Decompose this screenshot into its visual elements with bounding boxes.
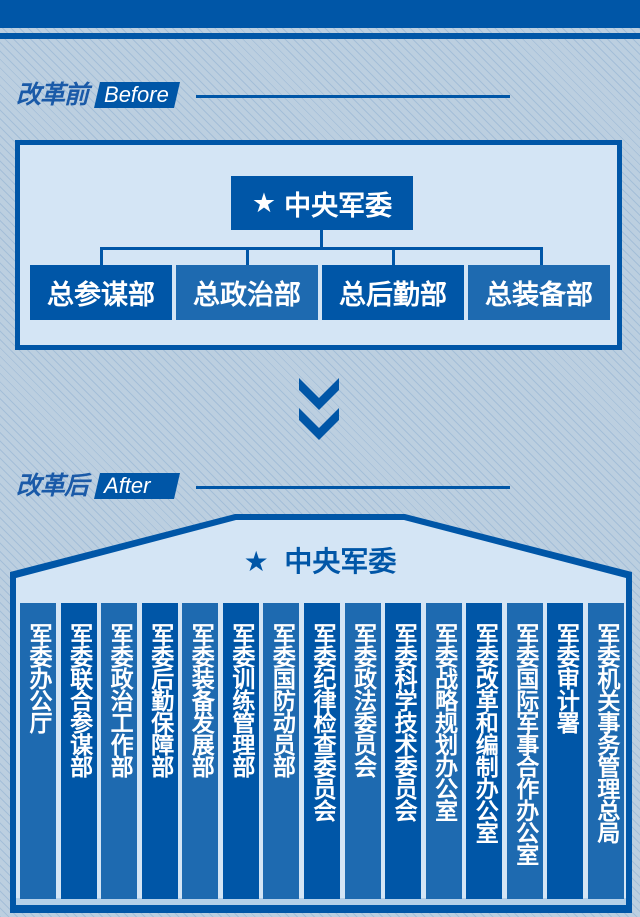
after-dept-label: 军委审计署 [552,623,579,733]
after-dept-label: 军委政法委员会 [349,623,376,777]
after-heading: 改革后 After [16,471,180,501]
after-top-node: ★ 中央军委 [0,540,640,580]
after-departments: 军委办公厅 军委联合参谋部 军委政治工作部 军委后勤保障部 军委装备发展部 军委… [20,603,624,899]
before-dept-general-political: 总政治部 [176,265,318,320]
after-dept-column: 军委后勤保障部 [141,603,178,899]
connector-drop-1 [100,247,103,265]
connector-drop-4 [540,247,543,265]
after-dept-label: 军委训练管理部 [227,623,254,777]
connector-drop-2 [246,247,249,265]
after-title-cn: 改革后 [16,471,89,500]
before-dept-general-logistics: 总后勤部 [322,265,464,320]
after-dept-label: 军委装备发展部 [187,623,214,777]
after-dept-column: 军委联合参谋部 [60,603,97,899]
star-icon: ★ [251,187,277,219]
after-dept-column: 军委国防动员部 [263,603,300,899]
after-dept-label: 军委改革和编制办公室 [471,623,498,843]
after-dept-label: 军委联合参谋部 [65,623,92,777]
after-dept-column: 军委政法委员会 [344,603,381,899]
after-dept-column: 军委科学技术委员会 [385,603,422,899]
connector-vertical [320,230,323,248]
before-top-node: ★ 中央军委 [231,176,413,230]
after-dept-column: 军委纪律检查委员会 [303,603,340,899]
after-dept-column: 军委战略规划办公室 [425,603,462,899]
after-dept-column: 军委装备发展部 [182,603,219,899]
after-dept-label: 军委科学技术委员会 [390,623,417,821]
before-top-node-label: 中央军委 [284,190,393,222]
after-dept-label: 军委机关事务管理总局 [592,623,619,843]
after-title-en: After [94,473,180,499]
top-banner [0,0,640,28]
before-title-en: Before [94,82,180,108]
before-heading: 改革前 Before [16,80,180,110]
after-heading-rule [196,486,510,489]
after-dept-label: 军委国防动员部 [268,623,295,777]
before-dept-general-staff: 总参谋部 [30,265,172,320]
after-dept-column: 军委政治工作部 [101,603,138,899]
after-dept-label: 军委战略规划办公室 [430,623,457,821]
before-title-cn: 改革前 [16,80,89,109]
after-dept-column: 军委机关事务管理总局 [587,603,624,899]
after-dept-label: 军委办公厅 [25,623,51,733]
top-stripe [0,33,640,39]
connector-horizontal [100,247,543,250]
before-dept-general-armament: 总装备部 [468,265,610,320]
after-dept-column: 军委训练管理部 [222,603,259,899]
after-dept-label: 军委政治工作部 [106,623,133,777]
after-top-node-label: 中央军委 [284,545,397,578]
before-org-chart: ★ 中央军委 总参谋部 总政治部 总后勤部 总装备部 [15,140,622,350]
star-icon: ★ [243,545,269,578]
after-dept-label: 军委纪律检查委员会 [308,623,335,821]
after-dept-column: 军委改革和编制办公室 [466,603,503,899]
after-dept-column: 军委国际军事合作办公室 [506,603,543,899]
before-heading-rule [196,95,510,98]
after-dept-label: 军委后勤保障部 [146,623,173,777]
connector-drop-3 [392,247,395,265]
after-dept-label: 军委国际军事合作办公室 [511,623,538,865]
double-chevron-down-icon [299,378,339,440]
after-dept-column: 军委审计署 [547,603,584,899]
after-dept-column: 军委办公厅 [20,603,56,899]
